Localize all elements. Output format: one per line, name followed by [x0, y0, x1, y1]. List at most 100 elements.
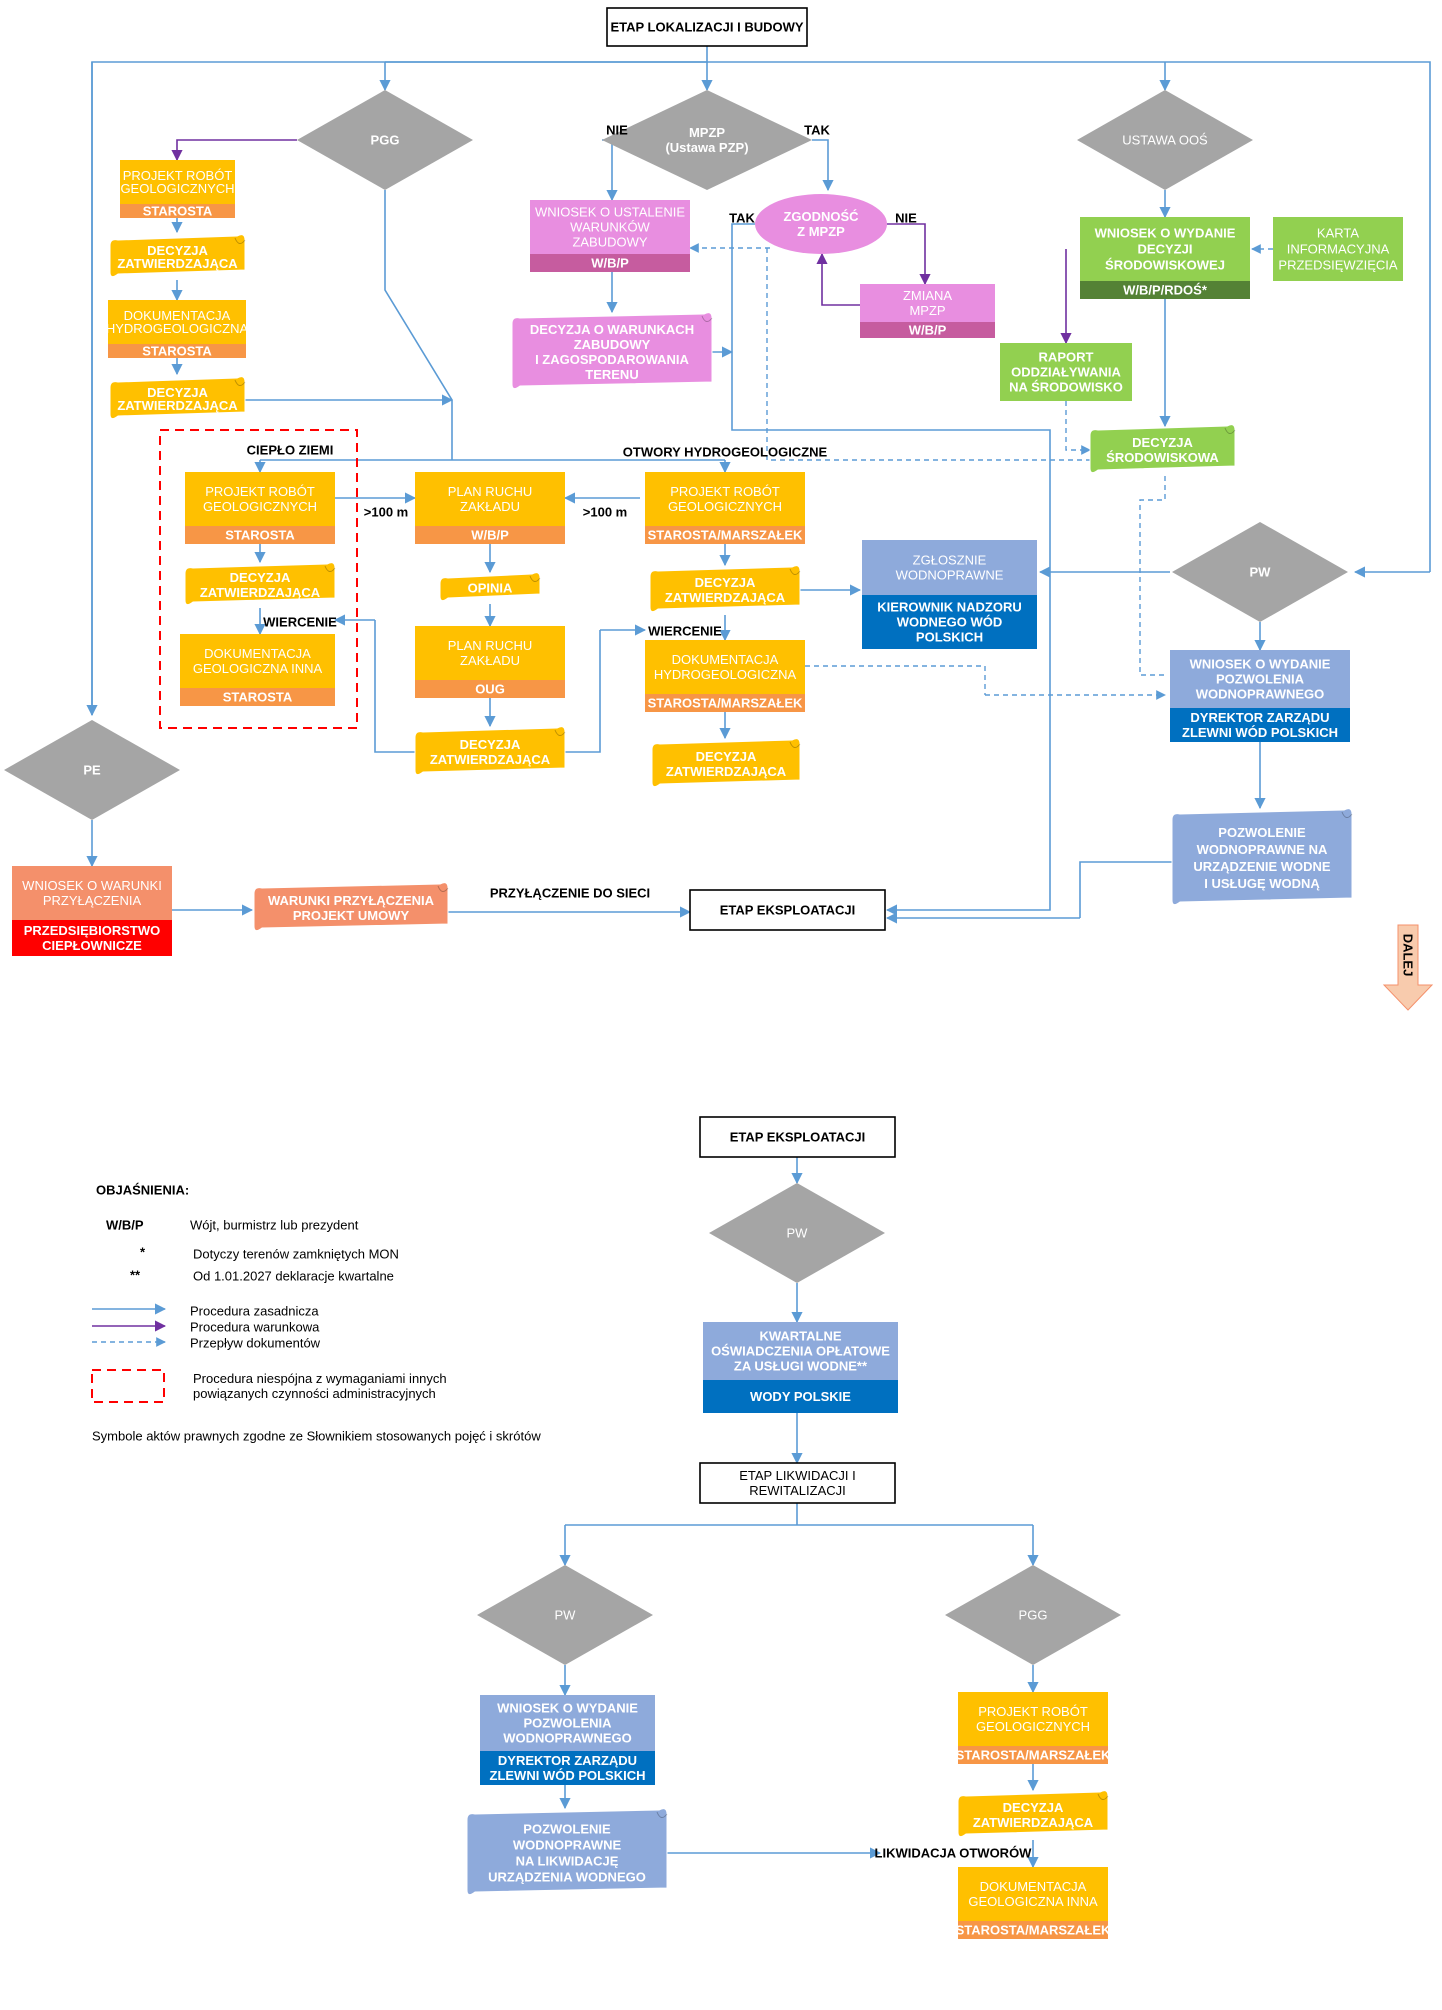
eksploatacja-box-1 — [689, 889, 886, 931]
eksploatacja-box-2 — [699, 1116, 896, 1158]
zgodnosc-tak-label: TAK — [729, 211, 755, 226]
pe-warunki-scroll — [253, 882, 449, 932]
cieplo-projekt-box — [185, 472, 335, 526]
legend-line1-text: Procedura zasadnicza — [190, 1304, 319, 1319]
dec-srod-wniosek-auth — [1080, 281, 1250, 299]
cieplo-wiercenie-label: WIERCENIE — [263, 615, 337, 630]
pgg-decyzja1-scroll — [109, 234, 246, 278]
connector-24 — [766, 248, 1090, 461]
plan2-auth — [415, 680, 565, 698]
cieplo-dokumentacja-auth — [180, 688, 335, 706]
legend-wbp-key: W/B/P — [106, 1218, 144, 1233]
likwidacja-title-box — [699, 1462, 896, 1504]
connector-3 — [385, 61, 1431, 572]
pgg-dokumentacja-box — [108, 300, 246, 344]
cieplo-projekt-auth-text: STAROSTA — [225, 528, 295, 543]
plan2-box — [415, 626, 565, 680]
connector-39 — [374, 620, 415, 753]
legend-line2-text: Procedura warunkowa — [190, 1320, 320, 1335]
dalej-label: DALEJ — [1401, 934, 1416, 977]
connector-20 — [887, 223, 931, 286]
pgg-decyzja1-scroll-curl — [234, 237, 246, 244]
zmiana-auth — [860, 322, 995, 338]
zgloszenie-auth — [862, 595, 1037, 649]
lik-projekt-auth — [958, 1746, 1108, 1764]
pw-wniosek-box — [1170, 650, 1350, 708]
otwory-wiercenie-label: WIERCENIE — [648, 624, 722, 639]
legend-dstar-key: ** — [130, 1268, 141, 1283]
cieplo-dokumentacja-box — [180, 634, 335, 688]
eksploatacja-box-2-text: ETAP EKSPLOATACJI — [730, 1130, 866, 1145]
phase1-title-box — [606, 7, 808, 47]
cieplo-label: CIEPŁO ZIEMI — [247, 443, 334, 458]
oos-diamond-text: USTAWA OOŚ — [1122, 133, 1208, 148]
phase1-title-box-text: ETAP LOKALIZACJI I BUDOWY — [610, 20, 803, 35]
lik-projekt-auth-text: STAROSTA/MARSZAŁEK — [956, 1748, 1111, 1763]
mpzp-diamond-text: MPZP(Ustawa PZP) — [665, 125, 748, 155]
legend-star-text: Dotyczy terenów zamkniętych MON — [193, 1247, 399, 1262]
pgg-dokumentacja-auth — [108, 344, 246, 358]
pe-diamond-text: PE — [83, 763, 101, 778]
inconsistent-procedure-frame — [159, 429, 358, 729]
zgodnosc-ellipse — [755, 194, 887, 254]
opinia-scroll-text: OPINIA — [468, 581, 513, 596]
legend-box-text: Procedura niespójna z wymaganiami innych… — [193, 1371, 447, 1401]
zmiana-box — [860, 284, 995, 322]
otwory-label: OTWORY HYDROGEOLOGICZNE — [623, 445, 828, 460]
dec-srod-scroll — [1089, 424, 1236, 474]
pw2-diamond — [709, 1183, 885, 1283]
lik-decyzja-scroll-curl — [1097, 1793, 1109, 1800]
mpzp-tak-label: TAK — [804, 123, 830, 138]
lik-projekt-box — [958, 1692, 1108, 1746]
opinia-scroll — [439, 572, 541, 602]
karta-box — [1273, 217, 1403, 281]
legend-dstar-text: Od 1.01.2027 deklaracje kwartalne — [193, 1269, 394, 1284]
pw-wniosek-auth — [1170, 708, 1350, 742]
wz-decyzja-scroll — [511, 312, 713, 390]
pw3-diamond-text: PW — [555, 1608, 577, 1623]
connector-30 — [1065, 401, 1091, 455]
wz-wniosek-auth-text: W/B/P — [591, 256, 629, 271]
dalej-arrow — [1382, 924, 1434, 1011]
pw-pozwolenie-scroll-curl — [1341, 811, 1353, 818]
pe-wniosek-auth — [12, 920, 172, 956]
pgg-projekt-auth-text: STAROSTA — [143, 204, 213, 219]
legend-line3-text: Przepływ dokumentów — [190, 1336, 321, 1351]
opinia-scroll-curl — [529, 575, 541, 582]
cieplo-decyzja-scroll — [184, 562, 336, 606]
connector-41 — [565, 630, 601, 753]
pgg-diamond-text: PGG — [371, 133, 400, 148]
wz-wniosek-auth — [530, 254, 690, 272]
pgg3-diamond-text: PGG — [1019, 1608, 1048, 1623]
connector-17 — [602, 139, 618, 202]
lik-decyzja-scroll — [957, 1790, 1109, 1838]
pgg-dokumentacja-auth-text: STAROSTA — [142, 344, 212, 359]
connector-47 — [805, 665, 986, 695]
connector-52 — [1079, 861, 1172, 918]
kwartalne-auth-text: WODY POLSKIE — [750, 1389, 851, 1404]
kwartalne-box — [703, 1322, 898, 1380]
connector-63 — [565, 1503, 1033, 1526]
